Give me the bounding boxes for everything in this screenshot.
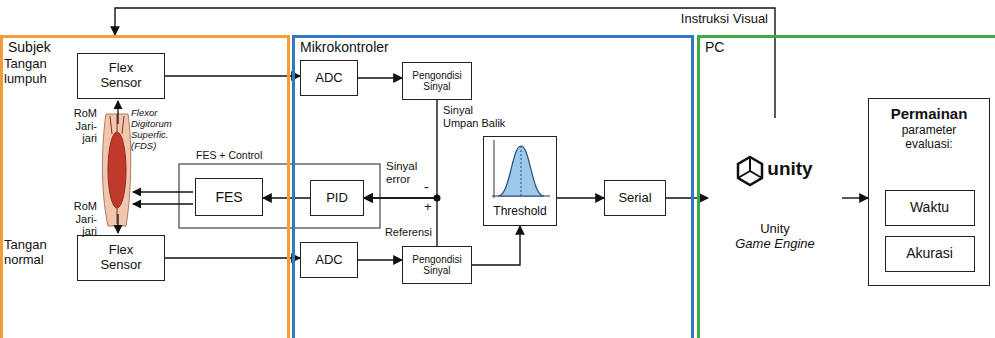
rom-arrow xyxy=(117,101,118,124)
node-text: Flex Sensor xyxy=(100,61,141,91)
signal-label: Sinyal Umpan Balik xyxy=(443,104,509,129)
node-text: Akurasi xyxy=(906,245,953,261)
connector-arrow xyxy=(364,198,437,246)
process-box: Pengondisi Sinyal xyxy=(402,246,472,284)
connector-arrow xyxy=(842,197,868,198)
node-text: Pengondisi Sinyal xyxy=(412,254,461,277)
connector-arrow xyxy=(358,259,402,260)
panel-box: MikrokontrolerADCPengondisi SinyalPIDThr… xyxy=(292,35,694,338)
muscle-label: Flexor Digitorum Superfic. (FDS) xyxy=(131,108,181,152)
sign-label: - xyxy=(424,179,429,195)
connector-arrow xyxy=(358,77,402,78)
metric-box: Akurasi xyxy=(885,236,975,272)
sensor-box: Flex Sensor xyxy=(77,53,165,99)
threshold-line xyxy=(521,146,522,196)
group-outline xyxy=(179,164,380,228)
connector-group xyxy=(115,8,868,265)
signal-label: Referensi xyxy=(385,226,432,239)
connector-arrow xyxy=(472,226,520,265)
group-label: FES + Control xyxy=(196,149,262,161)
stimulator-box: FES xyxy=(195,178,263,216)
node-text: ADC xyxy=(315,253,342,268)
process-box: ADC xyxy=(300,242,358,278)
unity-logo xyxy=(738,171,750,178)
hand-label: Tangan normal xyxy=(4,238,47,268)
sensor-box: Flex Sensor xyxy=(77,235,165,281)
node-text: FES xyxy=(215,189,242,205)
node-text: Unity xyxy=(760,222,790,237)
threshold-box: Threshold xyxy=(483,136,557,226)
panel-box: PC unityUnityGame Engine Permainan paramete… xyxy=(697,35,995,338)
rom-arrow xyxy=(117,214,118,233)
connector-arrow xyxy=(165,75,300,76)
tendon xyxy=(110,116,112,134)
node-text: ADC xyxy=(315,71,342,86)
process-box: ADC xyxy=(300,60,358,96)
unity-logo xyxy=(749,157,751,171)
connector-arrow xyxy=(165,257,300,258)
connector-arrow xyxy=(263,197,310,198)
instruction-label: Instruksi Visual xyxy=(681,12,768,27)
game-box: Permainan parameter evaluasi: WaktuAkurasi xyxy=(868,98,990,286)
tendon xyxy=(122,116,124,134)
node-text: Mikrokontroler xyxy=(300,39,389,55)
node-text: Threshold xyxy=(493,205,546,219)
process-box: Pengondisi Sinyal xyxy=(402,62,472,100)
node-text: Waktu xyxy=(910,199,949,215)
gaussian-icon xyxy=(498,146,544,196)
node-text: Pengondisi Sinyal xyxy=(412,70,461,93)
node-text: Permainan xyxy=(891,105,968,122)
muscle-illustration xyxy=(108,132,126,208)
signal-label: Sinyal error xyxy=(386,160,417,186)
process-box: Serial xyxy=(604,180,666,216)
connector-arrow xyxy=(115,8,775,118)
node-text: Subjek xyxy=(8,39,51,55)
node-text: PID xyxy=(326,191,348,206)
stimulation-arrow xyxy=(133,203,193,204)
node-text: Flex Sensor xyxy=(100,243,141,273)
stimulation-arrow xyxy=(133,191,193,192)
node-text: Serial xyxy=(618,191,651,206)
controller-box: PID xyxy=(310,180,364,216)
icon-axis xyxy=(494,140,495,198)
hand-label: Tangan lumpuh xyxy=(4,57,47,87)
node-text: parameter evaluasi: xyxy=(884,124,974,152)
range-label: RoM Jari-jari xyxy=(74,107,97,145)
range-label: RoM Jari-jari xyxy=(74,200,97,238)
engine-box: unityUnityGame Engine xyxy=(708,118,842,288)
node-text: Game Engine xyxy=(735,237,815,252)
metric-box: Waktu xyxy=(885,190,975,226)
connector-arrow xyxy=(557,197,604,198)
forearm-illustration xyxy=(103,114,131,226)
connector-arrow xyxy=(666,197,708,198)
connector-arrow xyxy=(364,100,437,198)
sign-label: + xyxy=(424,200,432,215)
unity-logo xyxy=(750,171,762,178)
node-text: unity xyxy=(737,158,812,180)
node-text: PC xyxy=(705,39,724,55)
unity-logo xyxy=(738,157,762,185)
